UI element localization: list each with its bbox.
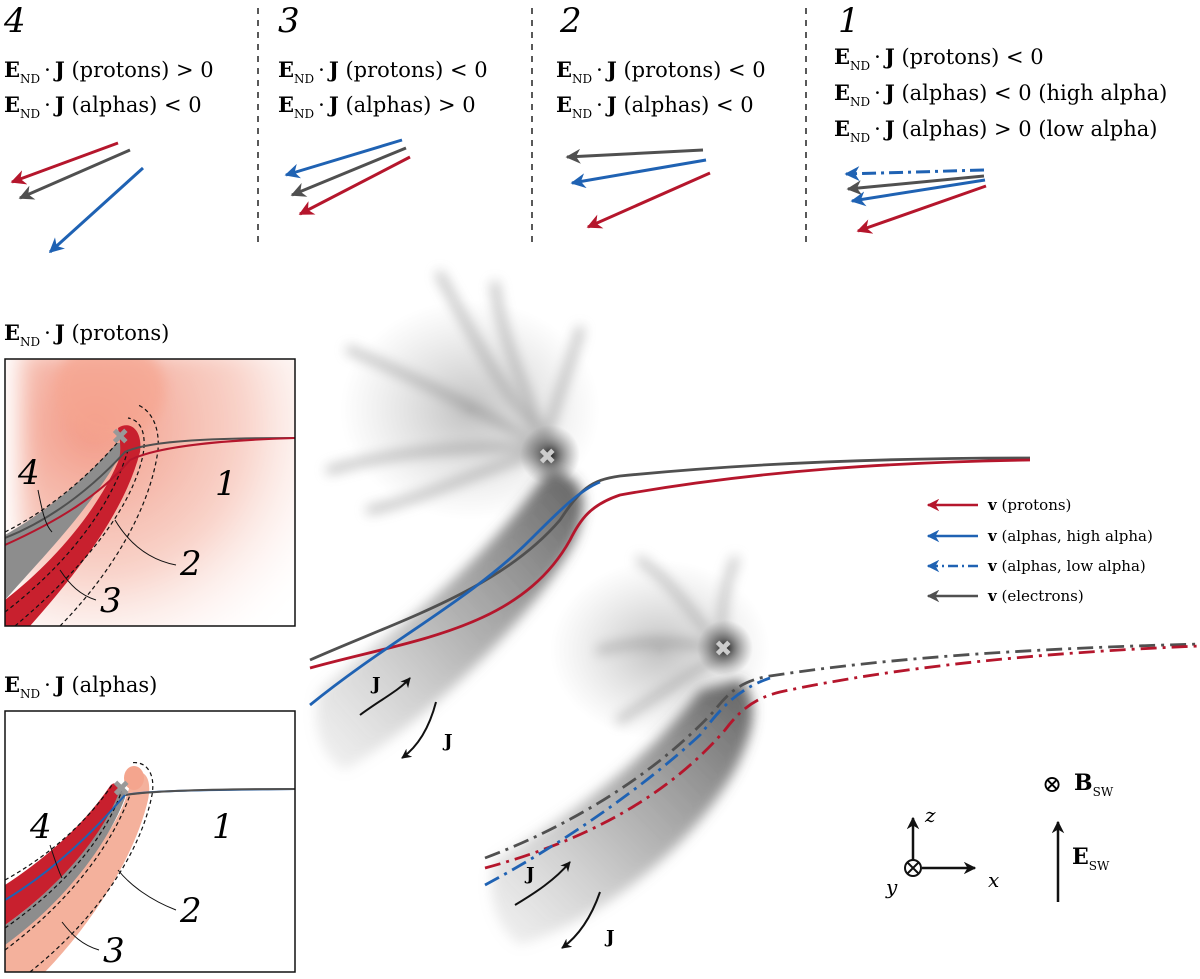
trajectory-protons: [309, 458, 1031, 670]
region-label: 1: [212, 807, 234, 847]
cross-icon: ✖: [112, 777, 130, 802]
region-label: 1: [215, 464, 237, 504]
field-E: ESW: [1051, 820, 1110, 902]
column-number: 3: [278, 1, 300, 41]
region-label: 3: [100, 581, 122, 621]
column-number: 2: [559, 1, 582, 41]
legend-entry: v (electrons): [987, 587, 1084, 605]
legend: v (protons) v (alphas, high alpha) v (al…: [926, 496, 1153, 605]
condition-line: END·J (alphas) < 0: [556, 92, 754, 121]
svg-text:BSW: BSW: [1074, 770, 1114, 799]
condition-line: END·J (protons) < 0: [834, 44, 1044, 73]
current-label: J: [604, 927, 615, 948]
legend-entry: v (alphas, high alpha): [987, 527, 1153, 545]
axis-label-x: x: [988, 868, 999, 892]
inset-alphas: END·J (alphas) ✖ 4 1 2 3: [4, 672, 296, 973]
legend-entry: v (alphas, low alpha): [987, 557, 1146, 575]
arrow-alphas-high: [850, 178, 986, 207]
main-plot-upper: ✖ J J: [309, 271, 1031, 770]
cross-icon: ✖: [111, 425, 129, 450]
coordinate-axes: z x y: [885, 803, 999, 899]
arrow-electrons: [18, 148, 131, 200]
current-label: J: [370, 674, 381, 695]
field-B: ⊗ BSW: [1042, 770, 1114, 799]
column-1: 1 END·J (protons) < 0 END·J (alphas) < 0…: [834, 1, 1167, 234]
region-4: [5, 783, 119, 925]
trajectory-electrons: [484, 642, 1200, 860]
cross-icon: ✖: [714, 637, 732, 662]
region-label: 2: [179, 544, 202, 584]
arrow-alphas: [570, 158, 707, 189]
svg-text:ESW: ESW: [1072, 844, 1110, 873]
arrow-protons: [10, 141, 119, 185]
region-label: 2: [179, 891, 202, 931]
arrow-electrons: [565, 148, 704, 164]
trajectory-protons: [484, 644, 1200, 870]
column-separators: [257, 8, 807, 245]
arrow-protons: [856, 184, 987, 234]
column-number: 1: [838, 1, 860, 41]
trajectory-alphas-low: [484, 676, 771, 887]
column-number: 4: [3, 1, 26, 41]
cross-icon: ✖: [538, 445, 556, 470]
region-3-band: [5, 425, 141, 626]
arrow-electrons: [290, 146, 407, 197]
current-label: J: [442, 731, 453, 752]
condition-line: END·J (alphas) < 0 (high alpha): [834, 80, 1167, 109]
trajectory-alphas: [309, 480, 601, 707]
condition-line: END·J (protons) < 0: [278, 57, 488, 86]
region-2-band: [5, 789, 126, 945]
inset-title: END·J (alphas): [4, 672, 157, 701]
current-label: J: [524, 864, 535, 885]
region-label: 3: [103, 931, 125, 971]
arrow-electrons: [846, 174, 985, 196]
legend-entry: v (protons): [987, 496, 1071, 514]
region-3-light: [5, 771, 150, 972]
axis-label-z: z: [924, 803, 936, 827]
column-4: 4 END·J (protons) > 0 END·J (alphas) < 0: [3, 1, 214, 254]
condition-line: END·J (alphas) < 0: [4, 92, 202, 121]
inset-title: END·J (protons): [4, 320, 169, 349]
arrow-protons: [298, 155, 411, 216]
condition-line: END·J (alphas) > 0: [278, 92, 476, 121]
arrow-alphas: [284, 138, 403, 179]
into-page-icon: ⊗: [1042, 770, 1062, 798]
region-label: 4: [29, 807, 52, 847]
condition-line: END·J (protons) > 0: [4, 57, 214, 86]
condition-line: END·J (alphas) > 0 (low alpha): [834, 116, 1157, 145]
region-label: 4: [17, 453, 40, 493]
column-2: 2 END·J (protons) < 0 END·J (alphas) < 0: [556, 1, 766, 229]
inset-protons: END·J (protons) ✖ 4 1 2 3: [4, 320, 296, 627]
column-3: 3 END·J (protons) < 0 END·J (alphas) > 0: [278, 1, 488, 216]
condition-line: END·J (protons) < 0: [556, 57, 766, 86]
axis-label-y: y: [885, 875, 898, 899]
arrow-alphas-low: [844, 166, 985, 182]
arrow-alphas: [48, 166, 145, 254]
arrow-protons: [586, 171, 711, 229]
main-plot-lower: ✖ J J: [484, 556, 1200, 949]
